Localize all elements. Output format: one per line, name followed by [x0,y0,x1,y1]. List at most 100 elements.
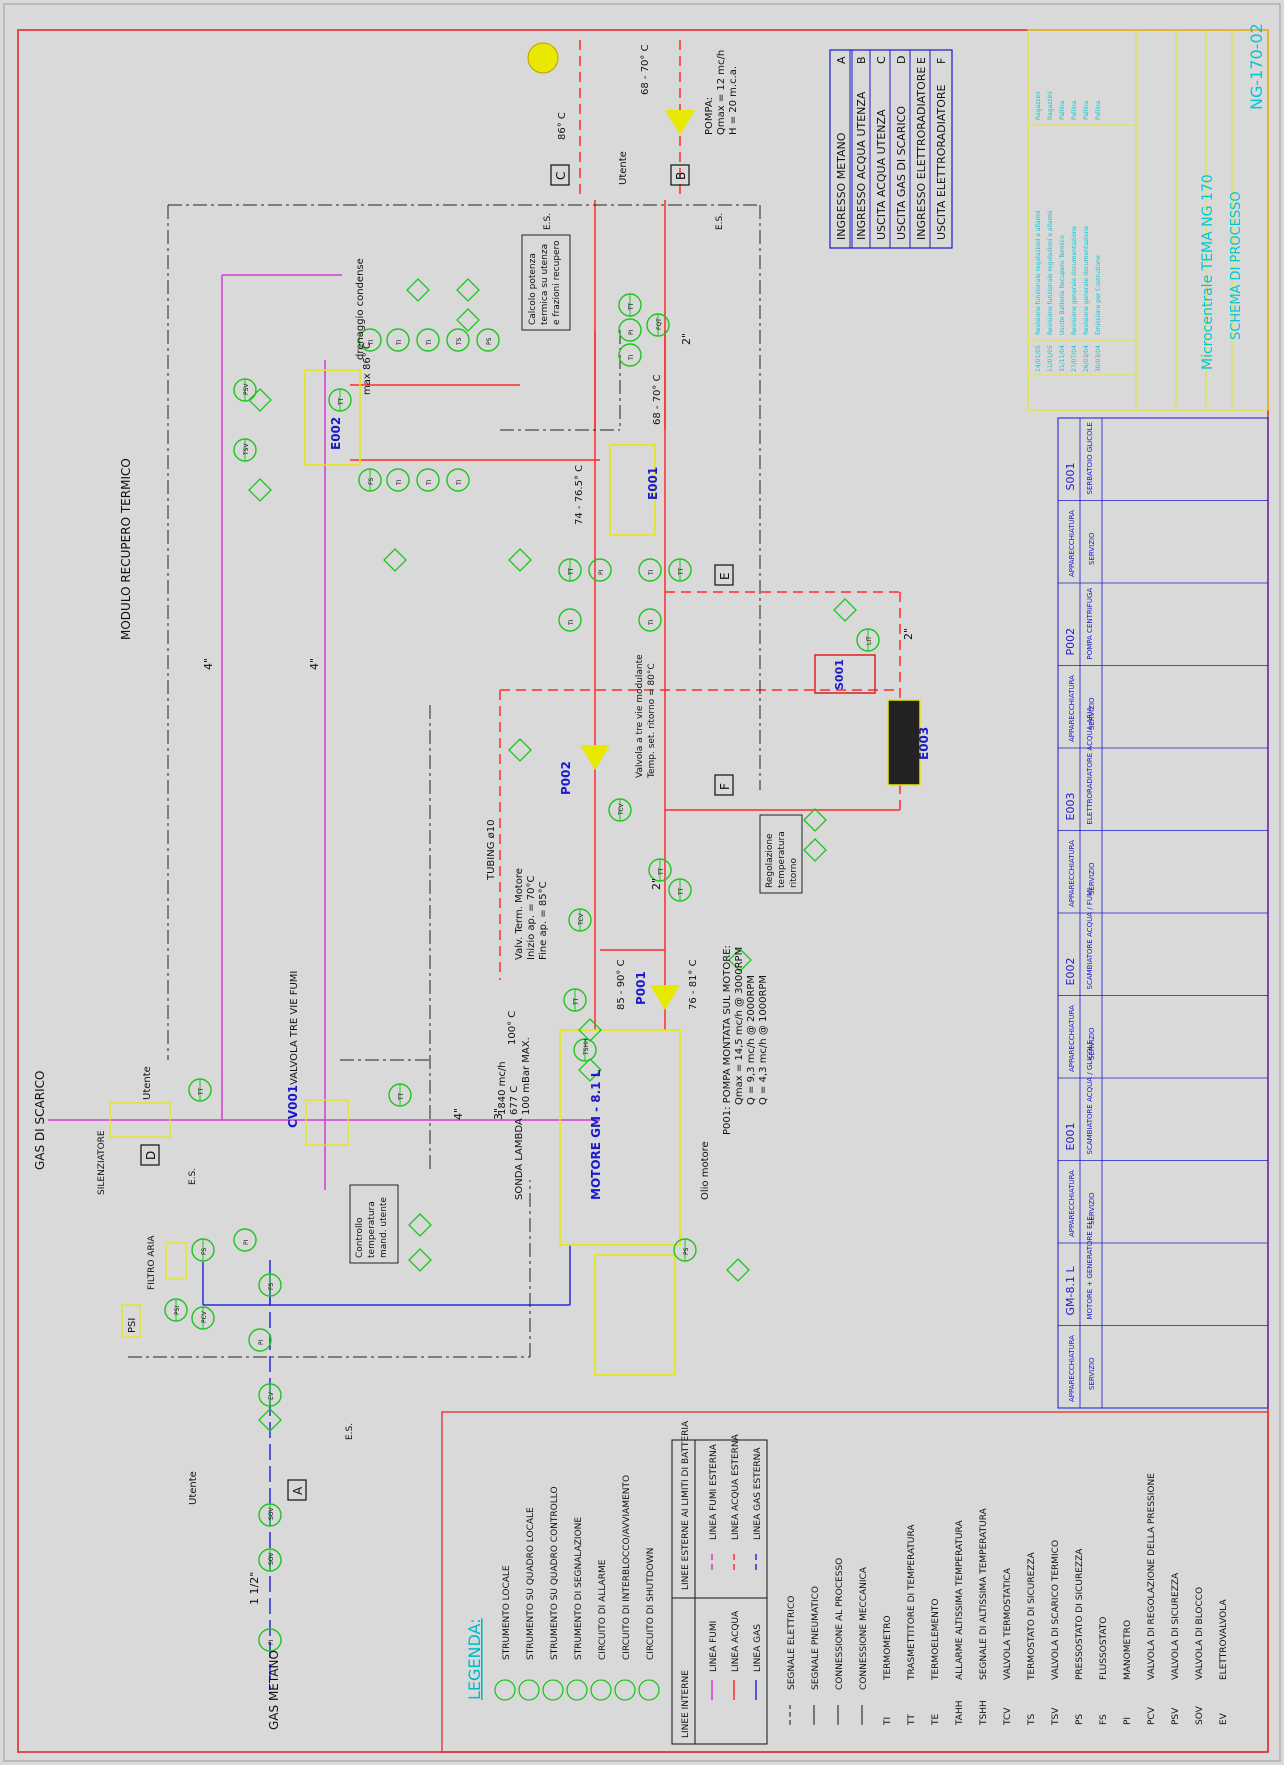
signal-diamond [258,1408,282,1432]
legend-line-internal: LINEA FUMI [709,1621,719,1672]
instrument-ti-bubble: TI [638,558,662,582]
equipment-tag: E003 [1064,793,1077,821]
instrument-tag: TI [396,479,403,486]
legend-instrument-label: CIRCUITO DI INTERBLOCCO/AVVIAMENTO [622,1475,632,1660]
legend-instrument-label: STRUMENTO DI SEGNALAZIONE [574,1517,584,1660]
instrument-tag: TT [573,997,580,1006]
instrument-tag: LIT [866,636,873,645]
temp-68-70: 68 - 70° C [652,374,663,425]
temp-76-81: 76 - 81° C [688,959,699,1010]
instrument-ti-bubble: TI [638,608,662,632]
controllo-line-2: temperatura [367,1201,377,1258]
equipment-desc: POMPA CENTRIFUGA [1086,588,1094,660]
title-main: Microcentrale TEMA NG 170 [1200,174,1216,370]
connection-label: USCITA ACQUA UTENZA [875,109,888,240]
equipment-desc: SERBATOIO GLICOLE [1086,422,1094,494]
drenaggio-label: drenaggio condense [355,258,366,360]
instrument-tag: TT [338,397,345,406]
legend-line-external: LINEA ACQUA ESTERNA [731,1433,741,1540]
cv001-desc: VALVOLA TRE VIE FUMI [289,971,300,1085]
instrument-tag: FS [368,478,375,485]
temp-max86: max 86° C [362,342,373,395]
revision-author: Ragazzini [1047,91,1054,120]
p001-note-1: P001: POMPA MONTATA SUL MOTORE: [722,945,733,1135]
instrument-pi-bubble: PI [248,1328,272,1352]
e001-label: E001 [646,467,660,500]
instrument-tag: PSV [243,383,250,395]
instrument-psv-bubble: PSV [233,378,257,402]
legend-abbrev-desc: ELETTROVALVOLA [1219,1599,1229,1680]
revision-desc: Revisione generale documentazione [1071,226,1078,335]
equipment-desc: SCAMBIATORE ACQUA / GLICOLE [1086,1040,1094,1154]
controllo-line-1: Controllo [355,1217,365,1258]
revision-desc: Revisione funzionale regolazioni e allar… [1047,210,1054,335]
legend-abbrev-code: TT [907,1714,917,1726]
regolazione-box [759,814,803,894]
legend-line-internal: LINEA GAS [753,1624,763,1672]
e003-label: E003 [917,727,931,760]
psi-label: PSI [127,1318,138,1333]
legend-instrument-label: STRUMENTO LOCALE [502,1565,512,1660]
instrument-tag: TI [648,569,655,576]
calcolo-line-3: e frazioni recupero [552,240,562,325]
connection-label: INGRESSO ELETTRORADIATORE [915,67,928,240]
equipment-apparecchiatura: APPARECCHIATURA [1068,840,1076,907]
instrument-tt-bubble: TT [648,858,672,882]
instrument-tag: TCV [578,912,585,926]
connection-marker-letter: F [718,783,732,790]
instrument-ti-bubble: TI [386,328,410,352]
revision-date: 11/01/05 [1047,345,1054,372]
utente-label-c: Utente [618,151,629,185]
equipment-tag: S001 [1064,463,1077,491]
title-subtitle: SCHEMA DI PROCESSO [1229,191,1244,340]
instrument-tt-bubble: TT [388,1083,412,1107]
equipment-desc: MOTORE + GENERATORE ELE. [1086,1214,1094,1320]
legend-abbrev-code: EV [1219,1712,1229,1725]
instrument-tag: TI [368,339,375,346]
instrument-tag: TI [628,354,635,361]
instrument-ps-bubble: PS [673,1238,697,1262]
instrument-tag: PS [486,337,493,345]
legend-instrument-label: STRUMENTO SU QUADRO CONTROLLO [550,1486,560,1660]
instrument-tt-bubble: TT [668,878,692,902]
connection-label: INGRESSO ACQUA UTENZA [855,91,868,240]
pump-b-note: POMPA: Qmax = 12 mc/h H = 20 m.c.a. [704,50,739,135]
es-label-c: E.S. [543,213,553,230]
legend-abbrev-code: PCV [1147,1706,1157,1725]
legend-abbrev-code: PS [1075,1714,1085,1725]
instrument-tag: TT [398,1092,405,1101]
signal-lines [128,204,761,1358]
exhaust-data-2: 677 C [509,1086,520,1115]
drawing-number: NG-170-02 [1247,23,1266,110]
motor-label: MOTORE GM - 8.1 L [589,1069,603,1200]
legend-abbrev-code: TI [883,1717,893,1726]
signal-diamond [508,738,532,762]
legend-abbrev-code: PI [1123,1717,1133,1725]
instrument-tag: TT [198,1087,205,1096]
legend-abbrev-code: TS [1027,1714,1037,1726]
legend-abbrev-desc: FLUSSOSTATO [1099,1617,1109,1680]
temp-85-90: 85 - 90° C [616,959,627,1010]
es-label-d: E.S. [188,1168,198,1185]
size-4-b: 4" [308,658,321,670]
instrument-tag: TI [396,339,403,346]
instrument-ti-bubble: TI [386,468,410,492]
connection-code: E [915,57,928,64]
instrument-tt-bubble: TT [558,558,582,582]
equipment-apparecchiatura: APPARECCHIATURA [1068,675,1076,742]
instrument-tag: SOV [268,1552,275,1565]
legend-instrument-label: STRUMENTO SU QUADRO LOCALE [526,1507,536,1660]
revision-desc: Emissione per Costruzione [1095,255,1102,335]
instrument-fs-bubble: FS [358,468,382,492]
temp-74-76: 74 - 76.5° C [574,465,585,525]
gas-size-label: 1 1/2" [248,1572,261,1605]
instrument-ti-bubble: TI [416,328,440,352]
legend-instrument-row: STRUMENTO DI SEGNALAZIONE [566,1517,588,1701]
equipment-tag: P002 [1064,628,1077,656]
temp-68-70-b: 68 - 70° C [640,44,651,95]
instrument-tag: TI [648,619,655,626]
legend-line-external: LINEA FUMI ESTERNA [709,1443,719,1540]
connection-marker-c: C [550,164,570,186]
pump-b-note-2: Qmax = 12 mc/h [716,50,727,135]
